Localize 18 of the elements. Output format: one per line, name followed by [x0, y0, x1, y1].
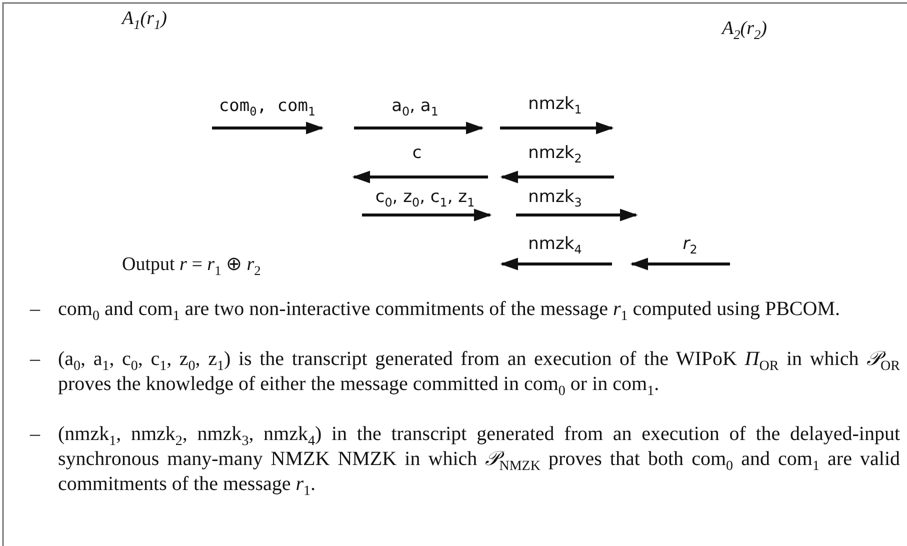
list-marker: –: [30, 297, 40, 322]
message-label: r$_{2}$: [682, 234, 698, 254]
message-label: nmzk$_{4}$: [528, 234, 582, 254]
message-label: nmzk$_{1}$: [528, 94, 582, 114]
message-label: c: [412, 143, 422, 163]
list-marker: –: [30, 422, 40, 447]
output-text: Output r = r$_{1}$ ⊕ r$_{2}$: [122, 252, 261, 276]
message-label: nmzk$_{3}$: [528, 187, 582, 207]
list-marker: –: [30, 347, 40, 372]
note-text: (a$_{0}$, a$_{1}$, c$_{0}$, c$_{1}$, z$_{0}$, z$_{1}$) is the transcript generated from an execution of the WIPoK Π$_{OR}$ in which 𝒫$_{OR}$ proves the knowledge of either the message committed in com$_{0}$ or in com$_{1}$.: [58, 347, 900, 397]
message-label: c$_{0}$, z$_{0}$, c$_{1}$, z$_{1}$: [375, 187, 475, 207]
message-label: com$_{0}$, com$_{1}$: [218, 96, 316, 116]
message-label: a$_{0}$, a$_{1}$: [392, 96, 438, 116]
party-label: A$_{2}$(r$_{2}$): [722, 18, 767, 40]
party-label: A$_{1}$(r$_{1}$): [122, 8, 167, 30]
note-text: (nmzk$_{1}$, nmzk$_{2}$, nmzk$_{3}$, nmzk$_{4}$) in the transcript generated from an execution of the delayed-input synchronous many-many NMZK NMZK in which 𝒫$_{NMZK}$ proves that both com$_{0}$ and com$_{1}$ are valid commitments of the message r$_{1}$.: [58, 422, 900, 497]
message-label: nmzk$_{2}$: [528, 143, 582, 163]
note-text: com$_{0}$ and com$_{1}$ are two non-interactive commitments of the message r$_{1}$ computed using PBCOM.: [58, 297, 841, 322]
